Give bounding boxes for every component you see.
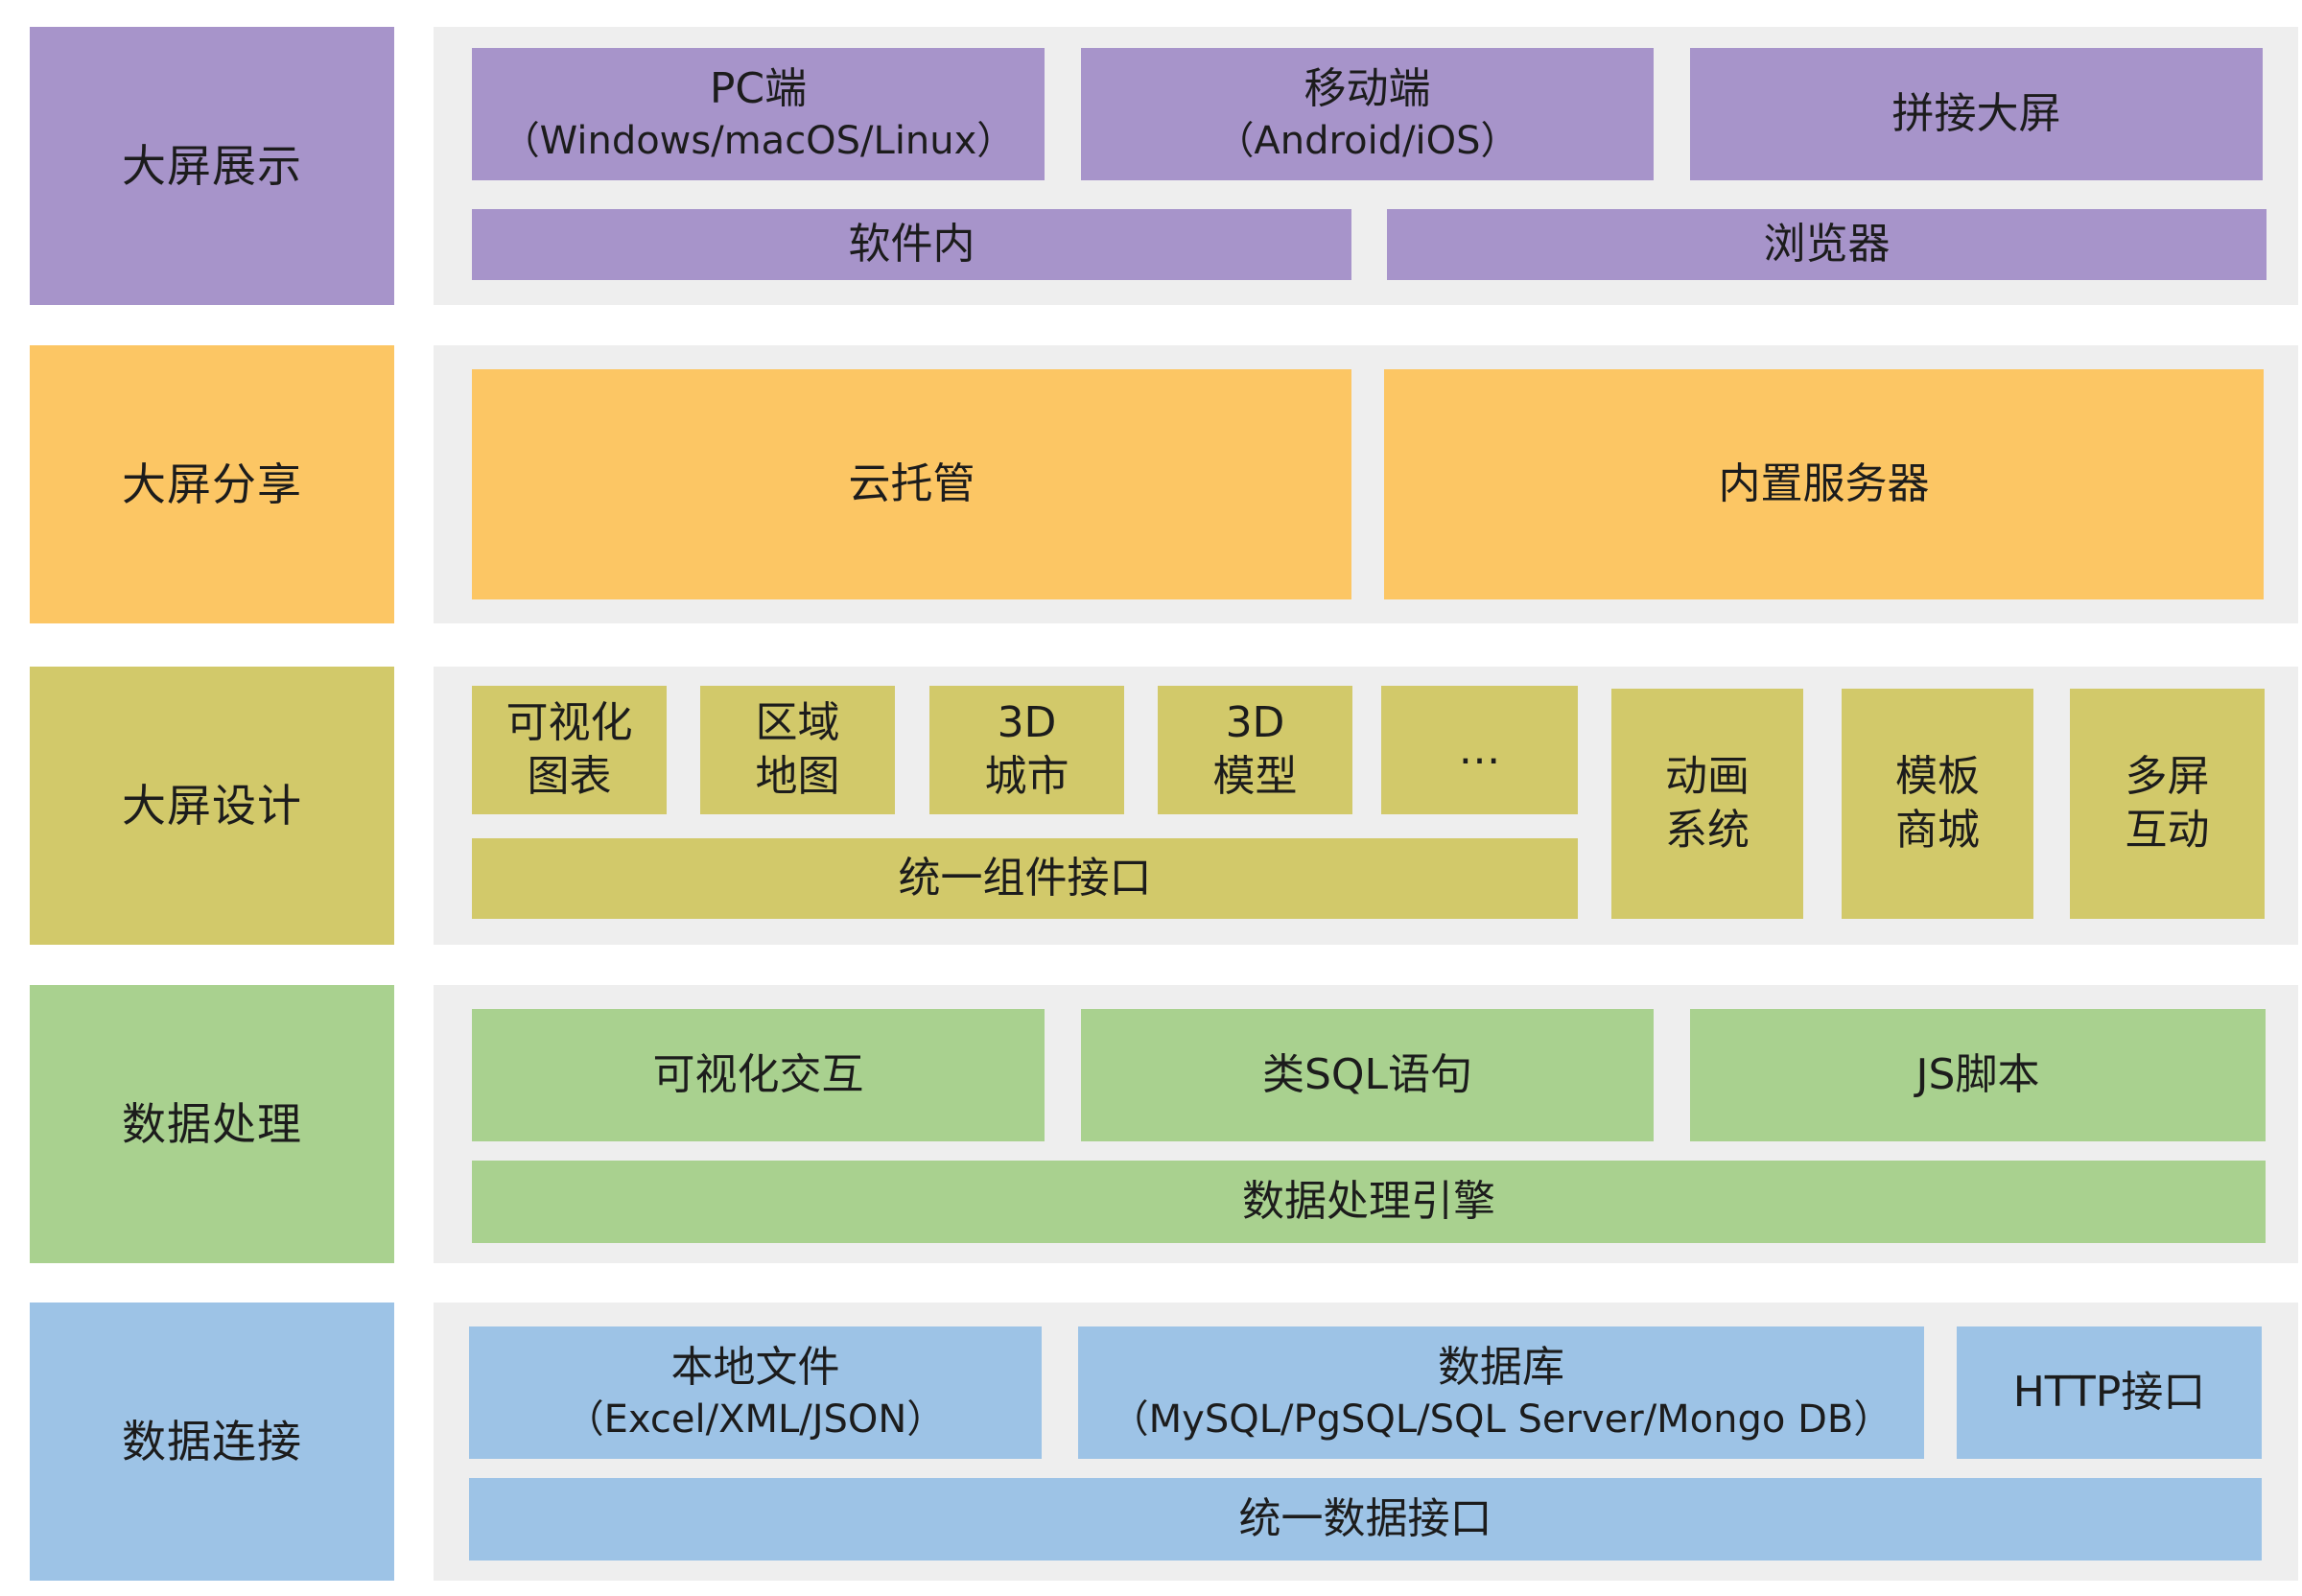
block-animation-line1: 动画: [1665, 751, 1750, 801]
block-pc-title: PC端: [709, 64, 808, 114]
block-animation: 动画 系统: [1611, 689, 1803, 919]
block-local-files-subtitle: （Excel/XML/JSON）: [565, 1396, 946, 1442]
block-cloud-hosting-label: 云托管: [848, 458, 975, 508]
block-charts-line2: 图表: [527, 752, 612, 801]
block-mobile-title: 移动端: [1304, 64, 1431, 114]
layer-label-share-text: 大屏分享: [122, 458, 302, 510]
block-pc-subtitle: （Windows/macOS/Linux）: [501, 118, 1016, 163]
block-region-map-line1: 区域: [755, 697, 840, 747]
layer-label-design-text: 大屏设计: [122, 779, 302, 832]
block-processing-engine-label: 数据处理引擎: [1242, 1176, 1495, 1226]
block-js-script: JS脚本: [1690, 1009, 2266, 1141]
layer-label-display: 大屏展示: [30, 27, 394, 305]
block-template-line1: 模板: [1895, 751, 1980, 801]
block-multiscreen-line1: 多屏: [2125, 751, 2210, 801]
block-http-api-label: HTTP接口: [2012, 1367, 2206, 1417]
block-in-software: 软件内: [472, 209, 1351, 280]
layer-label-processing-text: 数据处理: [122, 1097, 302, 1150]
block-template: 模板 商城: [1842, 689, 2033, 919]
block-js-script-label: JS脚本: [1915, 1049, 2040, 1099]
block-template-line2: 商城: [1895, 806, 1980, 855]
block-charts: 可视化 图表: [472, 686, 667, 814]
block-sql-label: 类SQL语句: [1261, 1049, 1473, 1099]
block-bigscreen: 拼接大屏: [1690, 48, 2263, 180]
layer-label-design: 大屏设计: [30, 667, 394, 945]
block-region-map: 区域 地图: [700, 686, 895, 814]
block-component-api: 统一组件接口: [472, 838, 1578, 919]
block-local-files: 本地文件 （Excel/XML/JSON）: [469, 1326, 1042, 1459]
block-more-label: …: [1458, 724, 1501, 774]
block-3d-city: 3D 城市: [929, 686, 1124, 814]
block-local-files-title: 本地文件: [670, 1343, 840, 1393]
block-browser-label: 浏览器: [1763, 219, 1891, 269]
block-3d-city-line2: 城市: [984, 752, 1069, 801]
block-data-api: 统一数据接口: [469, 1478, 2262, 1561]
block-sql: 类SQL语句: [1081, 1009, 1654, 1141]
block-cloud-hosting: 云托管: [472, 369, 1351, 599]
block-database-title: 数据库: [1438, 1343, 1564, 1393]
block-database-subtitle: （MySQL/PgSQL/SQL Server/Mongo DB）: [1110, 1396, 1892, 1442]
block-3d-city-line1: 3D: [997, 697, 1057, 747]
block-3d-model: 3D 模型: [1158, 686, 1352, 814]
block-multiscreen: 多屏 互动: [2070, 689, 2265, 919]
block-data-api-label: 统一数据接口: [1238, 1493, 1492, 1543]
block-bigscreen-label: 拼接大屏: [1891, 88, 2061, 138]
layer-label-share: 大屏分享: [30, 345, 394, 623]
block-visual-interaction: 可视化交互: [472, 1009, 1045, 1141]
block-builtin-server-label: 内置服务器: [1718, 458, 1930, 508]
block-mobile-subtitle: （Android/iOS）: [1215, 118, 1519, 163]
block-component-api-label: 统一组件接口: [898, 853, 1152, 903]
block-region-map-line2: 地图: [755, 752, 840, 801]
layer-label-processing: 数据处理: [30, 985, 394, 1263]
layer-label-connection-text: 数据连接: [122, 1415, 302, 1467]
block-3d-model-line1: 3D: [1225, 697, 1285, 747]
block-browser: 浏览器: [1387, 209, 2267, 280]
block-http-api: HTTP接口: [1957, 1326, 2262, 1459]
block-visual-interaction-label: 可视化交互: [652, 1049, 864, 1099]
block-animation-line2: 系统: [1665, 806, 1750, 855]
block-more: …: [1381, 686, 1578, 814]
block-charts-line1: 可视化: [505, 697, 633, 747]
block-database: 数据库 （MySQL/PgSQL/SQL Server/Mongo DB）: [1078, 1326, 1924, 1459]
block-processing-engine: 数据处理引擎: [472, 1161, 2266, 1243]
layer-label-connection: 数据连接: [30, 1303, 394, 1581]
block-mobile: 移动端 （Android/iOS）: [1081, 48, 1654, 180]
layer-label-display-text: 大屏展示: [122, 139, 302, 192]
block-multiscreen-line2: 互动: [2125, 806, 2210, 855]
block-pc: PC端 （Windows/macOS/Linux）: [472, 48, 1045, 180]
block-in-software-label: 软件内: [848, 219, 975, 269]
block-3d-model-line2: 模型: [1212, 752, 1298, 801]
block-builtin-server: 内置服务器: [1384, 369, 2264, 599]
